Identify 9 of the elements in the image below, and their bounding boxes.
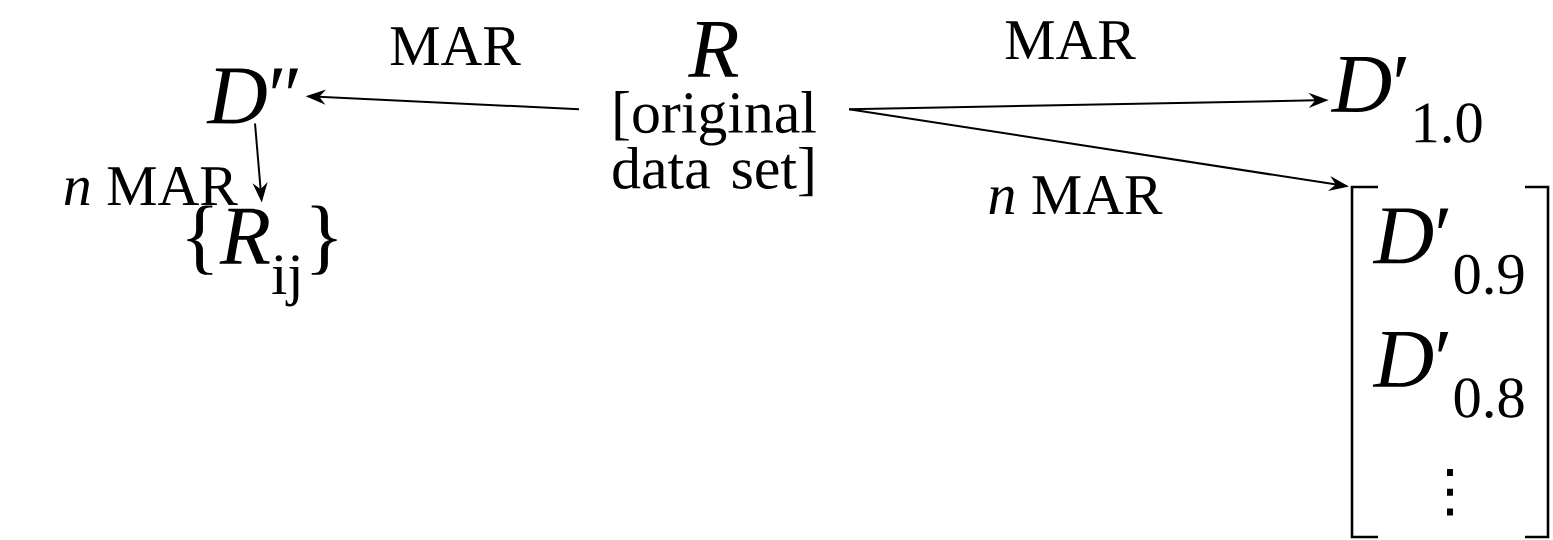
edge-label: n MAR	[989, 175, 1163, 215]
edge-label: n MAR	[64, 166, 238, 206]
symbol-label: D′$_{1.0}$	[1330, 56, 1482, 143]
symbol-label: R [original data set]	[613, 22, 816, 197]
symbol-label: D″	[206, 68, 299, 124]
matrix: D′$_{0.9}$ D′$_{0.8}$ ⋮	[1350, 185, 1550, 539]
edge-label: MAR	[390, 26, 521, 66]
edge-label: MAR	[1005, 20, 1136, 60]
set-symbol: {R$_{ij}$}	[187, 205, 337, 307]
